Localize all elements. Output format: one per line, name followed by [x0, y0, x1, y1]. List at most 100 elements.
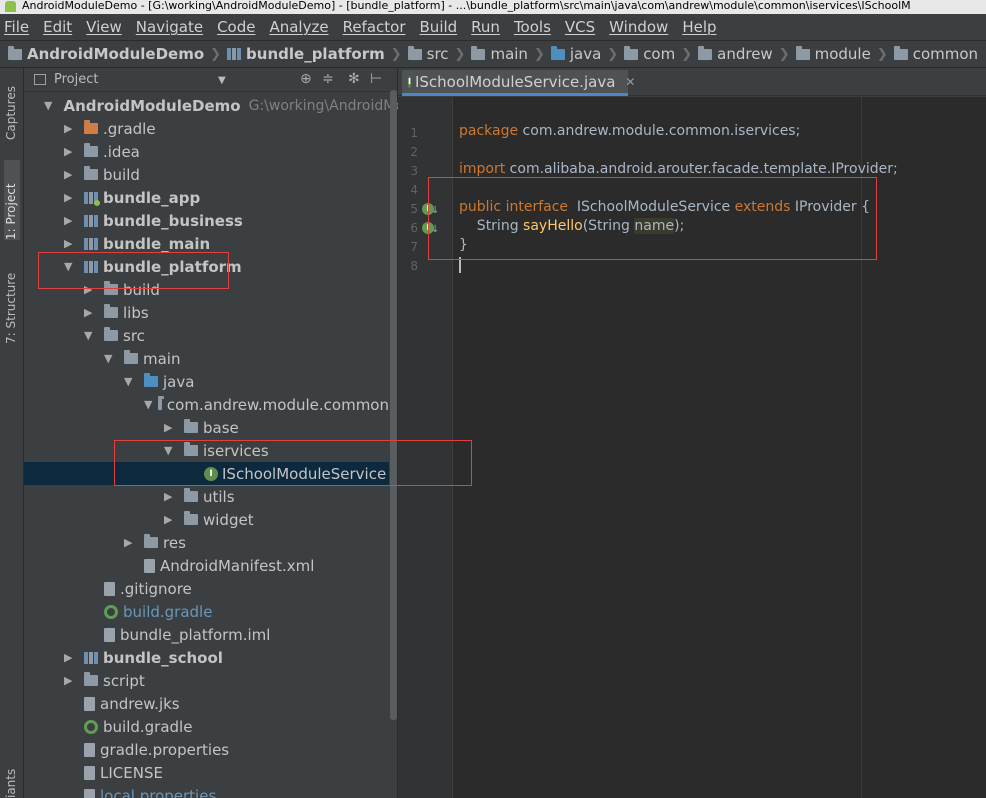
hide-icon[interactable]: ⊢: [370, 71, 383, 87]
expanded-arrow-icon[interactable]: ▼: [84, 329, 93, 342]
menu-tools[interactable]: Tools: [513, 18, 551, 36]
tree-item-com-andrew-module-common[interactable]: ▼com.andrew.module.common: [24, 393, 389, 416]
menu-file[interactable]: File: [4, 18, 30, 36]
breadcrumb-bundle-platform[interactable]: bundle_platform❯: [227, 45, 402, 63]
collapsed-arrow-icon[interactable]: ▶: [164, 490, 173, 503]
menu-build[interactable]: Build: [419, 18, 458, 36]
collapsed-arrow-icon[interactable]: ▶: [164, 513, 173, 526]
menu-navigate[interactable]: Navigate: [135, 18, 204, 36]
tree-item-libs[interactable]: ▶libs: [24, 301, 389, 324]
project-scrollbar[interactable]: [390, 90, 397, 720]
collapsed-arrow-icon[interactable]: ▶: [64, 651, 73, 664]
expanded-arrow-icon[interactable]: ▼: [164, 444, 173, 457]
tree-item-build-gradle[interactable]: build.gradle: [24, 600, 389, 623]
file-icon: [84, 696, 95, 711]
breadcrumb-module[interactable]: module❯: [795, 45, 888, 63]
tree-item-androidmanifest-xml[interactable]: AndroidManifest.xml: [24, 554, 389, 577]
tree-item-gitignore[interactable]: .gitignore: [24, 577, 389, 600]
captures-tab[interactable]: Captures: [4, 86, 18, 140]
breadcrumb-main[interactable]: main❯: [471, 45, 545, 63]
tree-item-script[interactable]: ▶script: [24, 669, 389, 692]
expanded-arrow-icon[interactable]: ▼: [64, 260, 73, 273]
tree-item-bundle-platform[interactable]: ▼bundle_platform: [24, 255, 389, 278]
tree-item-gradle-properties[interactable]: gradle.properties: [24, 738, 389, 761]
menu-refactor[interactable]: Refactor: [342, 18, 406, 36]
menu-run[interactable]: Run: [471, 18, 500, 36]
tree-item-build-gradle[interactable]: build.gradle: [24, 715, 389, 738]
sync-target-icon[interactable]: ⊕: [300, 71, 312, 87]
tree-item-label: java: [163, 372, 195, 391]
menu-code[interactable]: Code: [217, 18, 256, 36]
expanded-arrow-icon[interactable]: ▼: [44, 99, 53, 112]
project-view-selector[interactable]: Project: [54, 72, 99, 87]
build-variants-tab[interactable]: iants: [4, 768, 18, 798]
interface-icon: I: [204, 466, 218, 481]
gear-icon[interactable]: ✻: [348, 71, 360, 87]
tree-item-local-properties[interactable]: local.properties: [24, 784, 389, 798]
tree-item-license[interactable]: LICENSE: [24, 761, 389, 784]
menu-vcs[interactable]: VCS: [564, 18, 596, 36]
structure-tool-tab[interactable]: 7: Structure: [4, 272, 18, 344]
tree-item-iservices[interactable]: ▼iservices: [24, 439, 389, 462]
code-line[interactable]: public interface ISchoolModuleService ex…: [459, 199, 870, 215]
tree-item-bundle-app[interactable]: ▶bundle_app: [24, 186, 389, 209]
code-line[interactable]: package com.andrew.module.common.iservic…: [459, 123, 800, 139]
tree-item-bundle-business[interactable]: ▶bundle_business: [24, 209, 389, 232]
tree-item-widget[interactable]: ▶widget: [24, 508, 389, 531]
tree-item-java[interactable]: ▼ java: [24, 370, 389, 393]
breadcrumb-common[interactable]: common❯: [893, 45, 986, 63]
tree-item-bundle-main[interactable]: ▶bundle_main: [24, 232, 389, 255]
chevron-down-icon[interactable]: ▼: [218, 75, 226, 86]
collapse-icon[interactable]: ≑: [322, 71, 334, 87]
collapsed-arrow-icon[interactable]: ▶: [64, 674, 73, 687]
collapsed-arrow-icon[interactable]: ▶: [84, 283, 93, 296]
collapsed-arrow-icon[interactable]: ▶: [64, 214, 73, 227]
tree-item-res[interactable]: ▶res: [24, 531, 389, 554]
close-icon[interactable]: ✕: [625, 74, 636, 89]
collapsed-arrow-icon[interactable]: ▶: [64, 122, 73, 135]
collapsed-arrow-icon[interactable]: ▶: [64, 191, 73, 204]
tree-item-main[interactable]: ▼main: [24, 347, 389, 370]
menu-analyze[interactable]: Analyze: [269, 18, 329, 36]
tree-item-andrew-jks[interactable]: andrew.jks: [24, 692, 389, 715]
collapsed-arrow-icon[interactable]: ▶: [64, 237, 73, 250]
folder-icon: [84, 166, 98, 180]
breadcrumb-andrew[interactable]: andrew❯: [698, 45, 790, 63]
code-line[interactable]: }: [459, 237, 468, 253]
menu-view[interactable]: View: [86, 18, 122, 36]
collapsed-arrow-icon[interactable]: ▶: [164, 421, 173, 434]
breadcrumb-java[interactable]: java❯: [550, 45, 618, 63]
tree-item-build[interactable]: ▶build: [24, 163, 389, 186]
tree-item-gradle[interactable]: ▶.gradle: [24, 117, 389, 140]
breadcrumb-com[interactable]: com❯: [624, 45, 692, 63]
tree-item-label: AndroidModuleDemo: [63, 96, 241, 115]
tree-item-base[interactable]: ▶base: [24, 416, 389, 439]
expanded-arrow-icon[interactable]: ▼: [144, 398, 153, 411]
tree-item-src[interactable]: ▼src: [24, 324, 389, 347]
menu-edit[interactable]: Edit: [43, 18, 73, 36]
collapsed-arrow-icon[interactable]: ▶: [64, 168, 73, 181]
breadcrumb-androidmoduledemo[interactable]: AndroidModuleDemo❯: [8, 45, 221, 63]
tree-item-idea[interactable]: ▶.idea: [24, 140, 389, 163]
tree-item-utils[interactable]: ▶utils: [24, 485, 389, 508]
breadcrumb-src[interactable]: src❯: [407, 45, 465, 63]
collapsed-arrow-icon[interactable]: ▶: [124, 536, 133, 549]
menu-help[interactable]: Help: [682, 18, 717, 36]
collapsed-arrow-icon[interactable]: ▶: [84, 306, 93, 319]
tab-ischoolmoduleservice[interactable]: I ISchoolModuleService.java ✕: [402, 70, 635, 96]
tree-item-bundle-school[interactable]: ▶bundle_school: [24, 646, 389, 669]
code-line[interactable]: String sayHello(String name);: [459, 218, 684, 234]
collapsed-arrow-icon[interactable]: ▶: [64, 145, 73, 158]
tree-item-build[interactable]: ▶build: [24, 278, 389, 301]
tree-item-bundle-platform-iml[interactable]: bundle_platform.iml: [24, 623, 389, 646]
code-line[interactable]: import com.alibaba.android.arouter.facad…: [459, 161, 898, 177]
expanded-arrow-icon[interactable]: ▼: [104, 352, 113, 365]
project-tool-tab[interactable]: 1: Project: [4, 160, 20, 240]
expanded-arrow-icon[interactable]: ▼: [124, 375, 133, 388]
right-margin-guide: [861, 97, 862, 798]
menu-window[interactable]: Window: [609, 18, 669, 36]
navigation-breadcrumb: AndroidModuleDemo❯ bundle_platform❯ src❯ ma…: [0, 40, 986, 68]
